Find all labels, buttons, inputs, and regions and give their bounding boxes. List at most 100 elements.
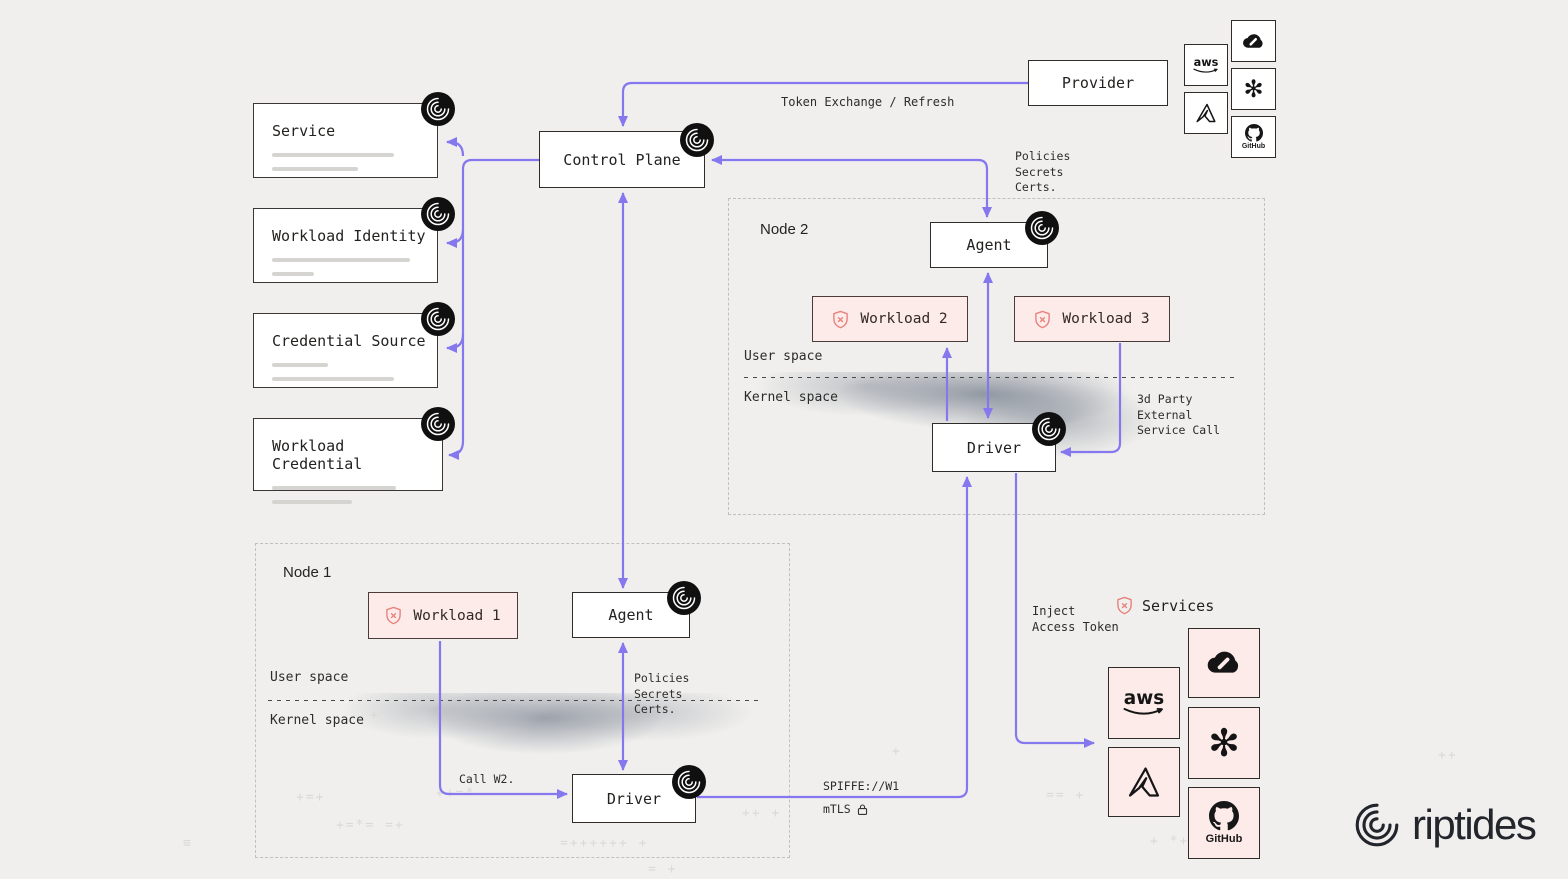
call-w2-label: Call W2. xyxy=(459,772,515,786)
provider-tile-google-cloud xyxy=(1231,20,1276,62)
decor-glyphs: == + xyxy=(1046,788,1086,803)
riptides-badge-icon xyxy=(421,197,455,231)
provider-tile-openai: ✻ xyxy=(1231,68,1276,110)
google-cloud-icon xyxy=(1207,651,1239,673)
control-plane-box: Control Plane xyxy=(539,131,705,188)
aws-icon: aws xyxy=(1123,688,1164,715)
decor-glyphs: = + xyxy=(648,862,678,877)
policies-secrets-certs-label: Policies Secrets Certs. xyxy=(1015,149,1071,195)
shield-x-icon xyxy=(386,606,402,625)
wire-control-plane-left-trunk xyxy=(461,158,539,441)
node1-driver-label: Driver xyxy=(606,789,662,808)
placeholder-bar xyxy=(272,486,396,490)
riptides-badge-icon xyxy=(667,581,701,615)
azure-icon xyxy=(1196,103,1216,123)
workload-identity-box-label: Workload Identity xyxy=(272,227,426,245)
riptides-badge-icon xyxy=(421,302,455,336)
lock-icon xyxy=(857,803,867,815)
service-tile-azure xyxy=(1108,747,1180,817)
node2-agent-label: Agent xyxy=(966,236,1012,254)
services-header: Services xyxy=(1116,596,1214,615)
aws-wordmark: aws xyxy=(1194,55,1219,69)
riptides-logo-icon xyxy=(1355,803,1399,847)
workload2-label: Workload 2 xyxy=(860,311,948,327)
decor-glyphs: ++ + xyxy=(742,806,782,821)
node1-agent-label: Agent xyxy=(608,606,654,624)
workload-identity-box: Workload Identity xyxy=(253,208,438,283)
provider-tile-azure xyxy=(1184,92,1228,134)
provider-tile-github: GitHub xyxy=(1231,116,1276,158)
riptides-wordmark: riptides xyxy=(1412,801,1537,848)
node2-user-space-label: User space xyxy=(744,349,823,364)
third-party-call-label: 3d Party External Service Call xyxy=(1137,392,1221,438)
decor-glyphs: =++++++ + xyxy=(560,836,649,851)
provider-box: Provider xyxy=(1028,60,1168,106)
node1-user-space-label: User space xyxy=(270,670,349,685)
wire-branch-workload-credential xyxy=(448,440,465,460)
riptides-logo: riptides xyxy=(1352,800,1537,850)
riptides-badge-icon xyxy=(680,123,714,157)
workload1-box: Workload 1 xyxy=(368,592,518,639)
decor-glyphs: + xyxy=(892,744,902,759)
workload3-label: Workload 3 xyxy=(1062,311,1150,327)
node1-kernel-space-label: Kernel space xyxy=(270,713,364,728)
service-tile-openai: ✻ xyxy=(1188,707,1260,779)
azure-icon xyxy=(1128,767,1160,797)
provider-label: Provider xyxy=(1061,74,1135,92)
node2-driver-label: Driver xyxy=(966,438,1022,457)
workload2-box: Workload 2 xyxy=(812,296,968,342)
decor-glyphs: ≡ xyxy=(183,836,193,851)
service-box-label: Service xyxy=(272,122,336,140)
shield-x-icon xyxy=(1035,310,1051,328)
workload-credential-box: Workload Credential xyxy=(253,418,443,504)
provider-tile-aws: aws xyxy=(1184,44,1228,86)
placeholder-bar xyxy=(272,363,328,367)
node2-boundary xyxy=(728,198,1265,515)
workload1-label: Workload 1 xyxy=(413,607,501,624)
openai-icon: ✻ xyxy=(1243,75,1264,103)
service-tile-aws: aws xyxy=(1108,667,1180,739)
riptides-badge-icon xyxy=(421,92,455,126)
github-caption: GitHub xyxy=(1241,143,1266,150)
node2-title: Node 2 xyxy=(760,221,809,238)
node2-space-separator xyxy=(744,377,1237,379)
wire-branch-service xyxy=(446,137,465,157)
riptides-badge-icon xyxy=(672,765,706,799)
openai-icon: ✻ xyxy=(1208,721,1240,765)
aws-icon: aws xyxy=(1193,55,1219,73)
decor-glyphs: +=*= =+ xyxy=(336,818,405,833)
placeholder-bar xyxy=(272,272,314,276)
decor-glyphs: + xyxy=(370,708,380,723)
aws-wordmark: aws xyxy=(1124,688,1164,709)
service-box: Service xyxy=(253,103,438,178)
github-icon xyxy=(1244,124,1263,142)
spiffe-label: SPIFFE://W1 xyxy=(823,779,900,793)
shield-x-icon xyxy=(1117,596,1132,615)
mtls-label: mTLS xyxy=(823,802,851,816)
riptides-badge-icon xyxy=(421,407,455,441)
placeholder-bar xyxy=(272,167,358,171)
node1-title: Node 1 xyxy=(283,564,332,581)
google-cloud-icon xyxy=(1243,33,1263,48)
service-tile-google-cloud xyxy=(1188,628,1260,698)
services-label: Services xyxy=(1142,596,1215,615)
service-tile-github: GitHub xyxy=(1188,787,1260,859)
github-icon xyxy=(1209,801,1239,831)
github-caption: GitHub xyxy=(1205,833,1243,845)
decor-glyphs: +=+ xyxy=(296,790,326,805)
wire-branch-credential-source xyxy=(446,333,465,353)
credential-source-box: Credential Source xyxy=(253,313,438,388)
placeholder-bar xyxy=(272,258,410,262)
shield-x-icon xyxy=(833,310,849,328)
riptides-badge-icon xyxy=(1032,412,1066,446)
node2-kernel-space-label: Kernel space xyxy=(744,390,838,405)
placeholder-bar xyxy=(272,377,394,381)
workload3-box: Workload 3 xyxy=(1014,296,1170,342)
decor-glyphs: ++ xyxy=(1438,748,1458,763)
placeholder-bar xyxy=(272,500,352,504)
placeholder-bar xyxy=(272,153,394,157)
credential-source-box-label: Credential Source xyxy=(272,332,426,350)
mtls-row: mTLS xyxy=(823,802,868,816)
token-exchange-label: Token Exchange / Refresh xyxy=(781,95,955,109)
